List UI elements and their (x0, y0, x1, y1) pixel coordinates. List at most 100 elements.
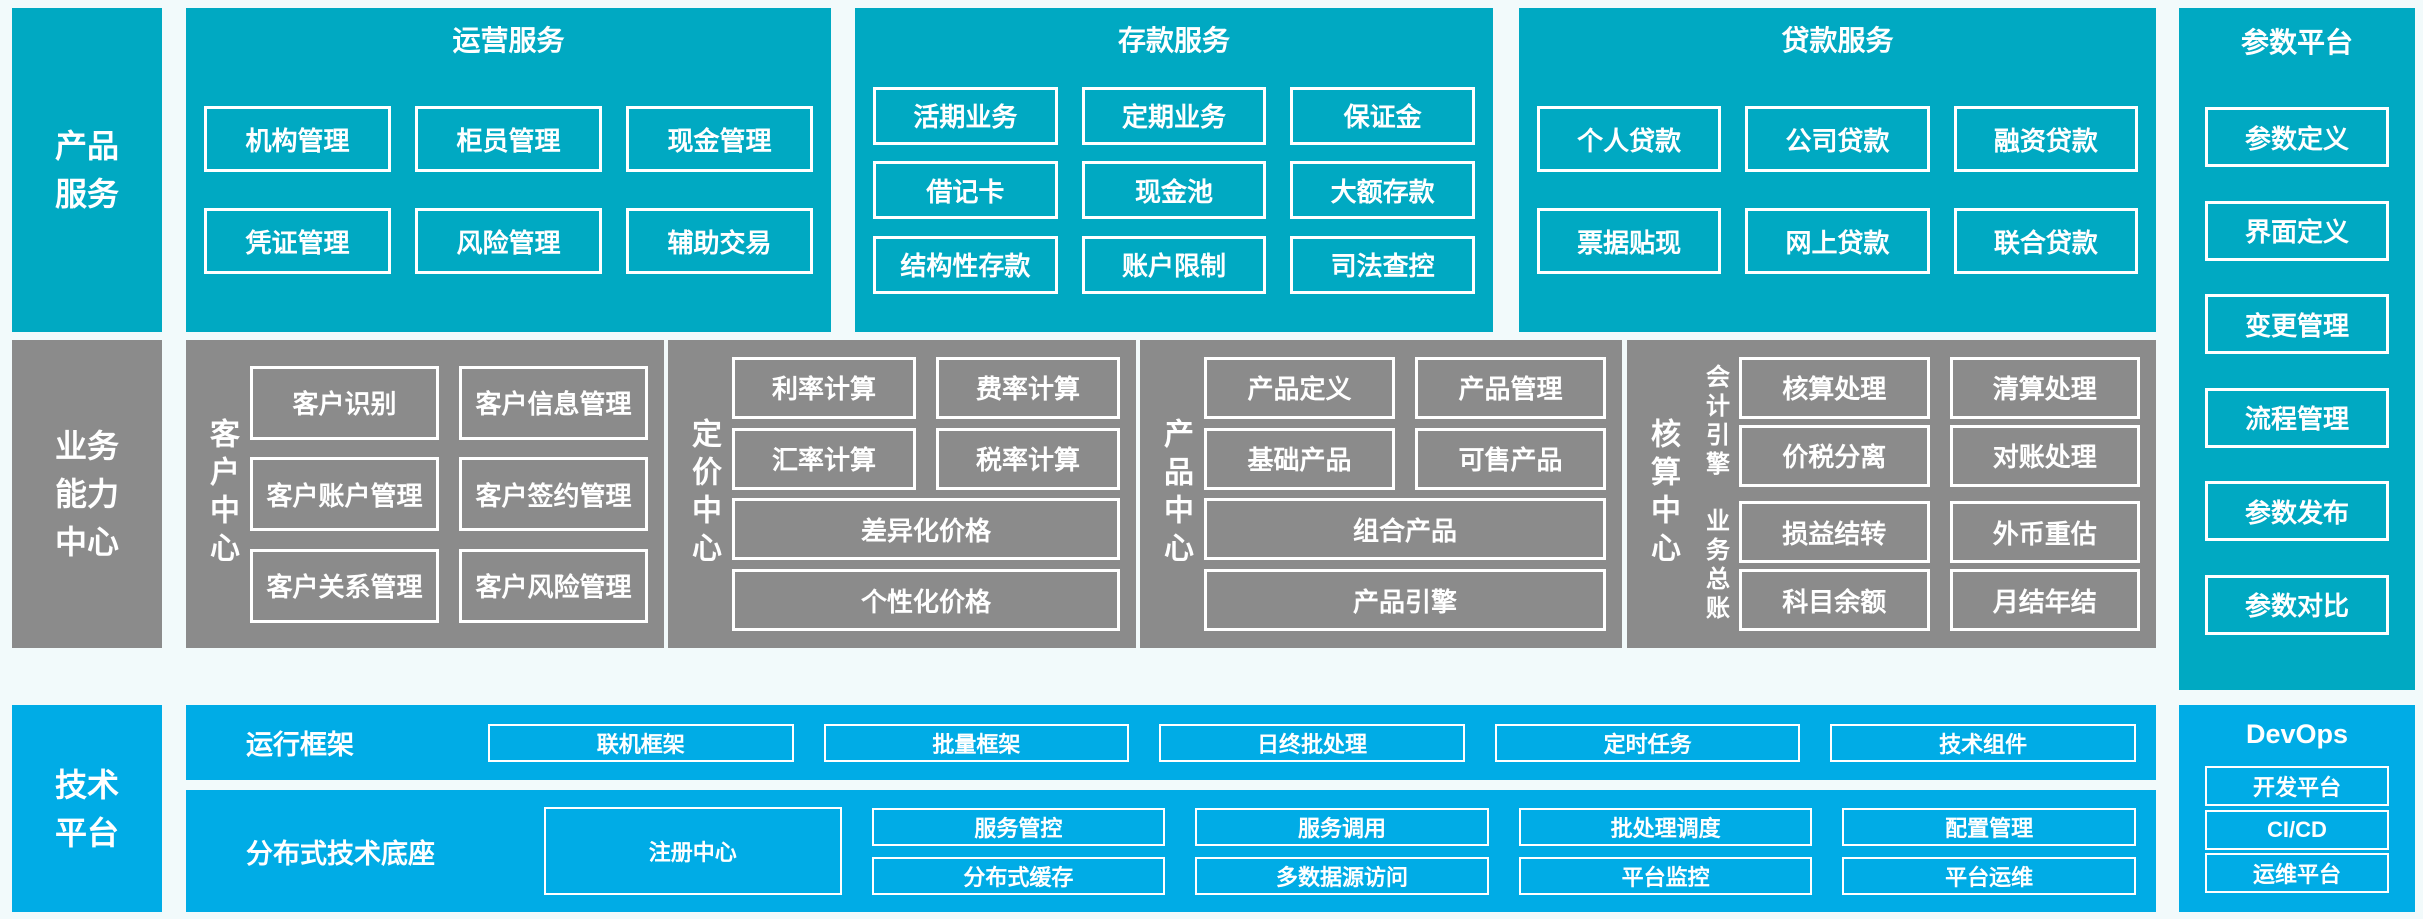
module-box: 日终批处理 (1159, 723, 1465, 762)
block-customer-center: 客户中心 客户识别 客户信息管理 客户账户管理 客户签约管理 客户关系管理 客户… (186, 340, 664, 648)
module-grid: 机构管理 柜员管理 现金管理 凭证管理 风险管理 辅助交易 (186, 70, 831, 332)
module-box: 科目余额 (1739, 569, 1930, 632)
block-title: 参数平台 (2240, 27, 2353, 58)
accounting-groups: 会计引擎 核算处理 清算处理 价税分离 对账处理 业务总账 损益结转 外币重估 … (1691, 348, 2140, 640)
module-box: 变更管理 (2205, 294, 2389, 355)
center-vertical-label: 定价中心 (687, 418, 720, 570)
module-box: 外币重估 (1949, 501, 2140, 564)
module-box: 对账处理 (1949, 424, 2140, 487)
module-box: 司法查控 (1290, 235, 1475, 294)
module-box: 配置管理 (1842, 807, 2136, 846)
module-box: 辅助交易 (626, 208, 813, 274)
module-box: 价税分离 (1739, 424, 1930, 487)
module-box: 风险管理 (415, 208, 602, 274)
block-product-center: 产品中心 产品定义 产品管理 基础产品 可售产品 组合产品 产品引擎 (1140, 340, 1622, 648)
module-box: 网上贷款 (1745, 208, 1930, 274)
module-box: 联机框架 (488, 723, 794, 762)
module-box: 分布式缓存 (871, 856, 1166, 895)
center-vertical-label: 产品中心 (1159, 418, 1192, 570)
module-box: 现金池 (1081, 161, 1267, 219)
module-box: 月结年结 (1949, 569, 2140, 632)
module-box: 流程管理 (2205, 387, 2389, 448)
module-box: 结构性存款 (873, 235, 1058, 294)
block-accounting-center: 核算中心 会计引擎 核算处理 清算处理 价税分离 对账处理 业务总账 损益结转 … (1627, 340, 2156, 648)
row-label: 分布式技术底座 (246, 838, 435, 869)
module-box: 参数发布 (2205, 481, 2389, 542)
module-box: 开发平台 (2205, 766, 2389, 807)
module-box: 票据贴现 (1537, 208, 1722, 274)
module-box: 产品定义 (1204, 356, 1395, 419)
module-grid: 客户识别 客户信息管理 客户账户管理 客户签约管理 客户关系管理 客户风险管理 (250, 348, 648, 640)
module-box: 客户关系管理 (250, 548, 439, 623)
module-box: 定期业务 (1081, 86, 1267, 145)
block-title: DevOps (2245, 718, 2349, 749)
module-box: 客户识别 (250, 365, 439, 440)
module-box: 平台监控 (1518, 856, 1813, 895)
block-pricing-center: 定价中心 利率计算 费率计算 汇率计算 税率计算 差异化价格 个性化价格 (668, 340, 1136, 648)
module-box: 服务管控 (871, 807, 1166, 846)
module-box: 费率计算 (936, 356, 1120, 419)
module-box: 平台运维 (1842, 856, 2136, 895)
module-box: 公司贷款 (1745, 106, 1930, 172)
module-box: 可售产品 (1415, 427, 1606, 490)
group-vertical-label: 会计引擎 (1701, 363, 1729, 480)
block-loan-services: 贷款服务 个人贷款 公司贷款 融资贷款 票据贴现 网上贷款 联合贷款 (1519, 8, 2156, 332)
module-box: 批处理调度 (1518, 807, 1813, 846)
module-box: 活期业务 (873, 86, 1058, 145)
module-grid: 个人贷款 公司贷款 融资贷款 票据贴现 网上贷款 联合贷款 (1519, 70, 2156, 332)
module-grid: 核算处理 清算处理 价税分离 对账处理 (1739, 351, 2140, 493)
module-box: 凭证管理 (204, 208, 391, 274)
center-vertical-label: 客户中心 (205, 418, 238, 570)
module-box: 客户账户管理 (250, 457, 439, 531)
module-pair: 批处理调度 平台监控 (1518, 807, 1813, 895)
module-box: 客户签约管理 (459, 457, 648, 531)
module-box: CI/CD (2205, 809, 2389, 850)
module-box: 客户风险管理 (459, 548, 648, 623)
module-box: 定时任务 (1494, 723, 1801, 762)
module-box: 产品引擎 (1204, 569, 1606, 632)
rail-label-business-capability: 业务 能力 中心 (12, 340, 162, 648)
block-runtime-framework: 运行框架 联机框架 批量框架 日终批处理 定时任务 技术组件 (186, 705, 2156, 780)
module-box: 借记卡 (873, 161, 1058, 219)
module-grid: 产品定义 产品管理 基础产品 可售产品 组合产品 产品引擎 (1204, 348, 1606, 640)
module-box: 机构管理 (204, 106, 391, 172)
block-title: 运营服务 (452, 25, 565, 56)
module-stack: 参数定义 界面定义 变更管理 流程管理 参数发布 参数对比 (2179, 74, 2415, 690)
rail-label-tech-platform: 技术 平台 (12, 705, 162, 912)
module-pair: 配置管理 平台运维 (1842, 807, 2136, 895)
module-pair: 服务调用 多数据源访问 (1195, 807, 1489, 895)
module-box: 组合产品 (1204, 498, 1606, 561)
block-deposit-services: 存款服务 活期业务 定期业务 保证金 借记卡 现金池 大额存款 结构性存款 账户… (855, 8, 1493, 332)
module-box: 参数定义 (2205, 107, 2389, 168)
module-box: 汇率计算 (732, 427, 916, 490)
accounting-group: 会计引擎 核算处理 清算处理 价税分离 对账处理 (1691, 351, 2140, 493)
module-box: 运维平台 (2205, 852, 2389, 893)
module-grid: 活期业务 定期业务 保证金 借记卡 现金池 大额存款 结构性存款 账户限制 司法… (855, 70, 1493, 332)
module-box: 税率计算 (936, 427, 1120, 490)
module-box: 柜员管理 (415, 106, 602, 172)
module-box: 保证金 (1290, 86, 1475, 145)
module-grid: 利率计算 费率计算 汇率计算 税率计算 差异化价格 个性化价格 (732, 348, 1120, 640)
module-box: 个人贷款 (1537, 106, 1722, 172)
module-box: 参数对比 (2205, 574, 2389, 635)
block-devops: DevOps 开发平台 CI/CD 运维平台 (2179, 705, 2415, 912)
module-box: 服务调用 (1195, 807, 1489, 846)
module-box: 客户信息管理 (459, 365, 648, 440)
module-box: 利率计算 (732, 356, 916, 419)
row-label: 运行框架 (246, 730, 354, 760)
module-box: 差异化价格 (732, 498, 1120, 561)
accounting-group: 业务总账 损益结转 外币重估 科目余额 月结年结 (1691, 495, 2140, 637)
block-title: 存款服务 (1117, 25, 1230, 56)
module-box: 界面定义 (2205, 200, 2389, 261)
module-box: 注册中心 (544, 807, 842, 895)
module-box: 账户限制 (1081, 235, 1267, 294)
center-vertical-label: 核算中心 (1646, 418, 1679, 570)
module-pair: 服务管控 分布式缓存 (871, 807, 1166, 895)
module-box: 损益结转 (1739, 501, 1930, 564)
module-box: 现金管理 (626, 106, 813, 172)
module-box: 融资贷款 (1953, 106, 2138, 172)
module-box: 联合贷款 (1953, 208, 2138, 274)
module-box: 批量框架 (823, 723, 1130, 762)
block-parameter-platform: 参数平台 参数定义 界面定义 变更管理 流程管理 参数发布 参数对比 (2179, 8, 2415, 690)
module-box: 大额存款 (1290, 161, 1475, 219)
